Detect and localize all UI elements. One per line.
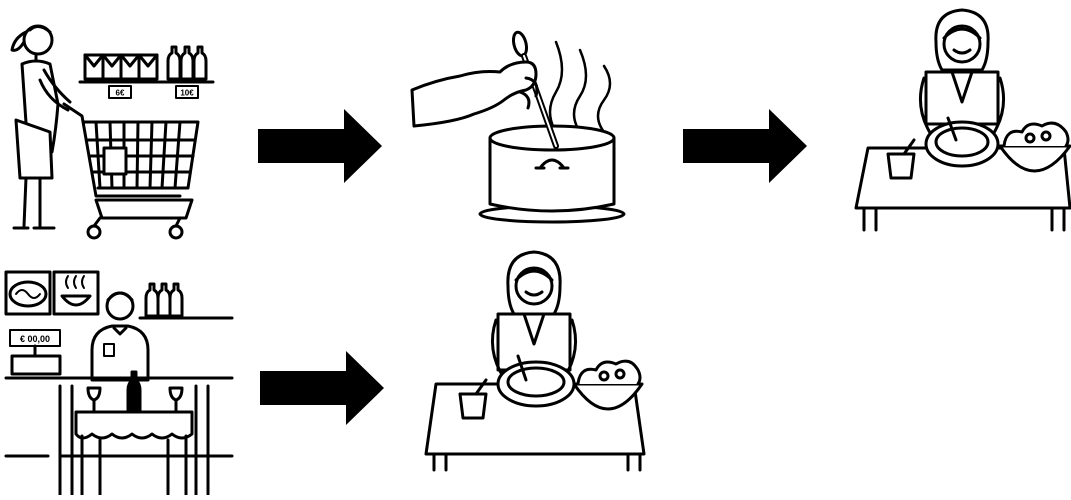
steam-icon [548,40,612,134]
shopping-cart [62,102,200,240]
yogurt-cup-icon [458,378,488,420]
eating-pictogram-top [854,8,1071,232]
register-display: € 00,00 [20,334,50,344]
salad-bowl-icon [998,121,1071,173]
cooking-pot [478,124,626,224]
plate-icon [924,116,1000,168]
price-tag-right: 10€ [180,89,194,98]
arrow-right-icon [258,109,382,183]
arrow-right-icon [260,351,384,425]
shopper-woman [10,24,72,230]
eating-pictogram-bottom [424,250,646,472]
diner-woman [490,250,578,380]
wine-shelf [138,282,234,320]
diner-woman [918,8,1006,138]
store-shelf: 6€ 10€ [78,45,215,99]
yogurt-cup-icon [886,138,916,180]
cooking-pictogram [410,30,626,224]
menu-boards [4,270,100,316]
salad-bowl-icon [572,359,644,411]
price-tag-left: 6€ [116,89,125,98]
waiter [90,291,150,382]
restaurant-table [4,370,234,497]
arrow-right-icon [683,109,807,183]
restaurant-pictogram: € 00,00 [4,270,234,497]
hand-icon [410,60,539,128]
shopping-pictogram: 6€ 10€ [10,24,215,240]
cash-register: € 00,00 [9,329,62,376]
